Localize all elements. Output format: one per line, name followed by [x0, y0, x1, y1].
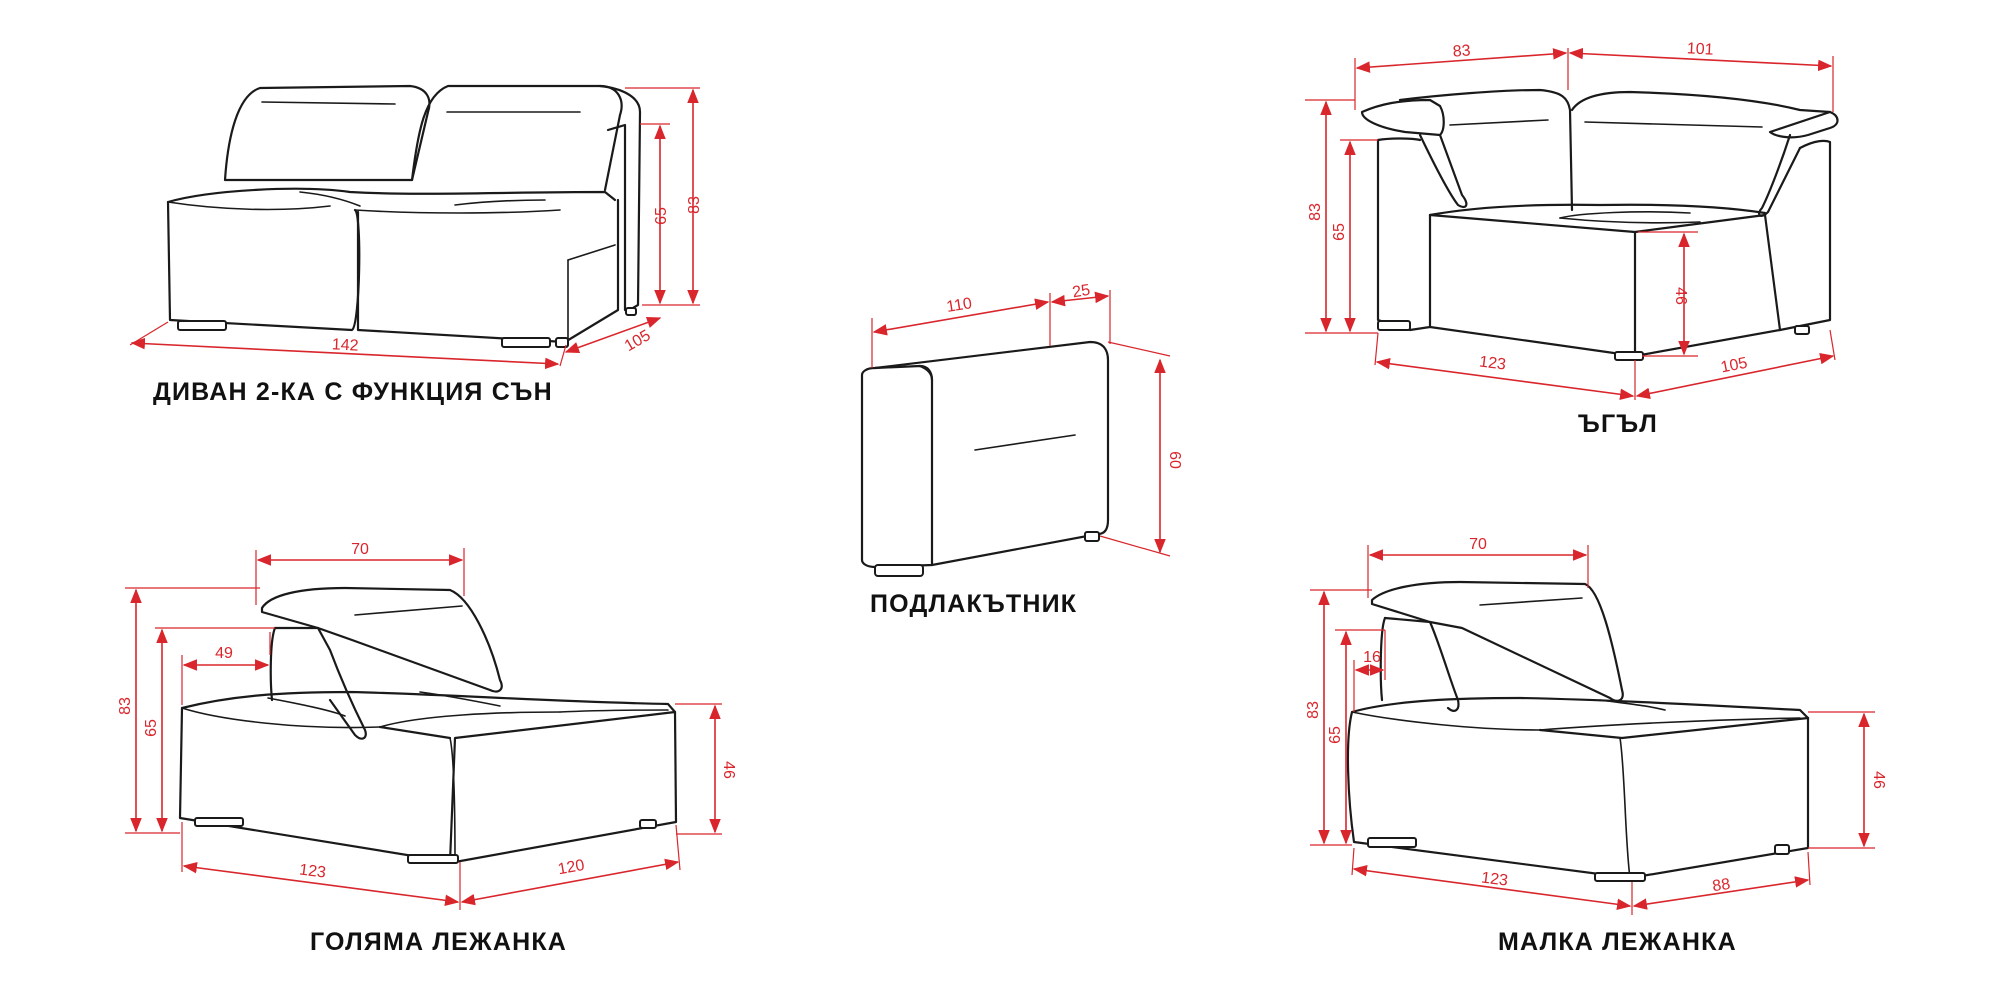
large-chaise-back-width-label: 70	[351, 541, 369, 558]
armrest-width-label: 25	[1071, 282, 1091, 302]
corner-depth-label: 105	[1719, 355, 1749, 377]
small-chaise-back-width-label: 70	[1469, 536, 1487, 553]
sofa-bed-height-label: 83	[686, 196, 703, 214]
small-chaise-dimensions: 70 16 83 65 46 123 88	[1305, 536, 1887, 915]
large-chaise-arm-offset-label: 49	[215, 645, 233, 662]
corner-back-label: 65	[1331, 223, 1348, 241]
corner-drawing	[1360, 88, 1839, 361]
corner-top-right-label: 101	[1686, 40, 1714, 58]
sofa-bed-title: ДИВАН 2-КА С ФУНКЦИЯ СЪН	[153, 378, 553, 406]
large-chaise-seat-label: 46	[720, 761, 737, 779]
small-chaise-height-label: 83	[1305, 701, 1322, 719]
armrest-dimensions: 110 25 60	[871, 282, 1183, 557]
sofa-bed-dimensions: 142 105 65 83	[129, 87, 703, 370]
small-chaise-title: МАЛКА ЛЕЖАНКА	[1498, 928, 1737, 956]
corner-dimensions: 83 101 83 65 46 123 105	[1305, 40, 1836, 401]
corner-width-label: 123	[1478, 353, 1507, 373]
small-chaise-seat-label: 46	[1870, 771, 1887, 789]
corner-seat-label: 46	[1672, 287, 1689, 305]
corner-height-label: 83	[1307, 203, 1324, 221]
corner-title: ЪГЪЛ	[1578, 410, 1658, 438]
sofa-bed-width-label: 142	[331, 336, 359, 354]
large-chaise-depth-label: 120	[557, 857, 586, 878]
large-chaise-title: ГОЛЯМА ЛЕЖАНКА	[310, 928, 568, 956]
small-chaise-back-label: 65	[1327, 726, 1344, 744]
armrest-title: ПОДЛАКЪТНИК	[870, 590, 1078, 618]
large-chaise-drawing	[178, 586, 678, 864]
armrest-height-label: 60	[1166, 451, 1183, 469]
large-chaise-back-label: 65	[143, 719, 160, 737]
large-chaise-dimensions: 70 49 83 65 46 123 120	[117, 541, 737, 910]
large-chaise-height-label: 83	[117, 697, 134, 715]
armrest-length-label: 110	[945, 295, 973, 316]
armrest-drawing	[860, 340, 1110, 577]
sofa-bed-drawing	[166, 84, 642, 348]
small-chaise-width-label: 123	[1480, 869, 1509, 889]
sofa-bed-back-height-label: 65	[653, 207, 670, 225]
sofa-bed-depth-label: 105	[622, 327, 654, 355]
corner-top-left-label: 83	[1452, 42, 1471, 60]
large-chaise-width-label: 123	[298, 861, 327, 881]
small-chaise-drawing	[1346, 580, 1810, 882]
small-chaise-arm-offset-label: 16	[1363, 649, 1381, 666]
small-chaise-depth-label: 88	[1711, 876, 1731, 895]
